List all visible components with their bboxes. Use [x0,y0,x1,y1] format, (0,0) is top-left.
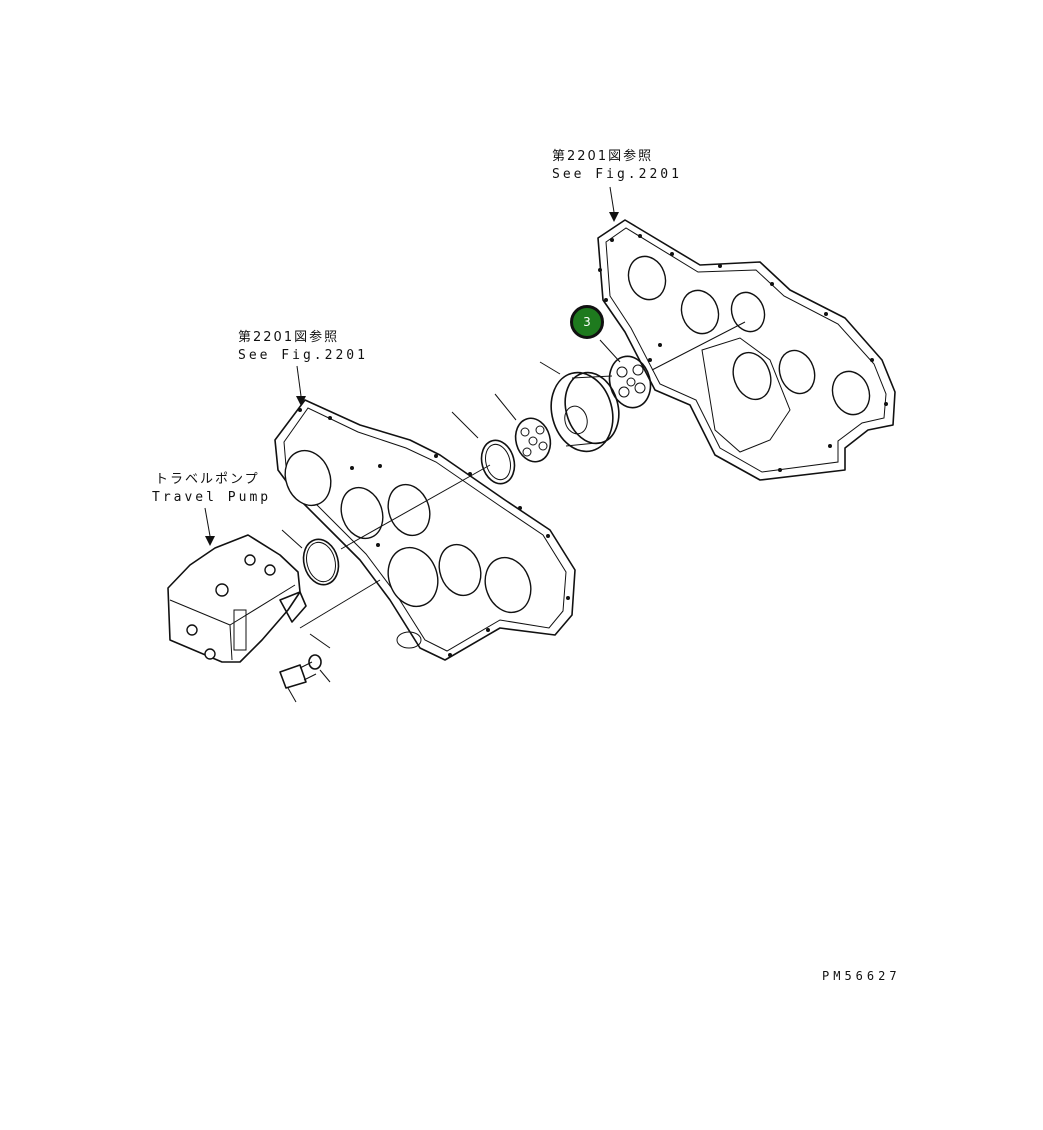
bearing-right [608,355,652,409]
bolt-and-washer [279,654,322,689]
middle-ref-en: See Fig.2201 [238,348,368,363]
travel-pump-en: Travel Pump [152,490,272,505]
upper-ref-en: See Fig.2201 [552,167,682,182]
spacer-ring [480,439,516,485]
travel-pump [167,534,307,663]
leader-upper-ref [609,186,615,213]
rear-gear-housing [597,219,896,481]
leader-pump [204,507,211,537]
drawing-code: PM56627 [822,969,901,983]
middle-ref-jp: 第2201図参照 [238,330,340,345]
upper-ref-jp: 第2201図参照 [552,149,654,164]
leader-middle-ref [296,365,302,397]
o-ring [302,538,340,586]
part-callout-3[interactable]: 3 [570,305,604,339]
assembly-lines [204,186,746,703]
front-gear-housing [274,399,576,661]
bearing-left [514,417,552,463]
travel-pump-jp: トラベルポンプ [155,472,260,487]
gear [550,371,620,453]
